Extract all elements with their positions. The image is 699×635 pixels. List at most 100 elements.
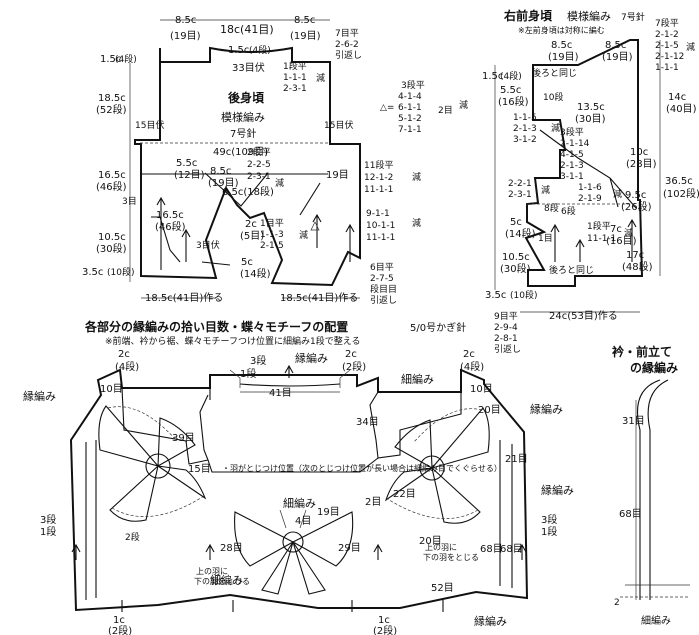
n1: 1段 [40, 525, 56, 538]
r5: 9-1-1 [366, 209, 390, 219]
back-width: 49c(109目) [213, 147, 268, 158]
r7: 11-1-1 [366, 233, 395, 243]
n39: 39目 [172, 433, 195, 444]
front-pattern: 模様編み [567, 9, 611, 23]
edge-knit-r3: 縁編み [474, 614, 507, 628]
fw1: 8.5c [551, 40, 572, 51]
top-r4: 2-1-12 [655, 52, 684, 62]
sh-top: 1.5c [100, 54, 121, 65]
e1: 8段 [544, 202, 559, 214]
edge-knit: 縁編み [295, 351, 328, 365]
w-shoulder: 8.5c [175, 15, 196, 26]
back-needle: 7号針 [230, 127, 256, 140]
farm: 5.5c [500, 85, 521, 96]
assembly-outline [69, 368, 529, 612]
fsh: 1.5c [482, 71, 503, 82]
n15: 15目 [188, 464, 211, 475]
tri2: 4-1-4 [398, 92, 422, 102]
c10: 減 [299, 229, 308, 241]
top-r3: 2-1-5 [655, 41, 679, 51]
neck-dec2: 2-6-2 [335, 40, 359, 50]
n10: 10目 [100, 384, 123, 395]
neck-rows: 33目伏 [232, 61, 265, 74]
dec5: 3段平 [560, 126, 584, 138]
n10b: 10目 [470, 384, 493, 395]
top-r6: 減 [686, 41, 695, 53]
wing2: 下の羽をとじる [194, 577, 250, 586]
c6-r: (14段) [240, 267, 271, 280]
c4: 2c [245, 219, 257, 230]
edge-knit-r1: 縁編み [530, 402, 563, 416]
l-top: 2c [118, 349, 130, 360]
top-r5: 1-1-1 [655, 63, 679, 73]
r6: 10-1-1 [366, 221, 395, 231]
side-h-r: (46段) [96, 180, 127, 193]
butterfly-left [98, 405, 207, 522]
n68: 68目 [500, 544, 523, 555]
f2-r: (10段) [510, 289, 537, 301]
dec7: 4-1-5 [560, 150, 584, 160]
s2: 2-1-9 [578, 194, 602, 204]
c8: 1-1-3 [260, 230, 284, 240]
fb1: 9目平 [494, 311, 518, 322]
dec9: 3-1-1 [560, 172, 584, 182]
fsh-r: (4段) [500, 70, 522, 82]
fbottom: 24c(53目)作る [549, 310, 618, 322]
r2c: 2c [463, 349, 475, 360]
dec4: 減 [551, 122, 560, 134]
neck-sub1: 1段平 [283, 60, 307, 72]
fh1: 14c [668, 92, 686, 103]
butterfly-right [384, 407, 490, 524]
n68b: 68目 [480, 544, 503, 555]
e8: 1目 [538, 233, 553, 244]
top-r1: 7段平 [655, 17, 679, 29]
fine1: 細編み [283, 496, 316, 510]
r2c-r: (4段) [460, 360, 484, 373]
neck-sub2: 1-1-1 [283, 73, 307, 83]
r4: 減 [412, 171, 421, 183]
n29: 29目 [338, 543, 361, 554]
f1: 10.5c [502, 252, 530, 263]
edge-knit-r2: 縁編み [541, 483, 574, 497]
l2: 2-3-1 [508, 190, 532, 200]
r10: 2-7-5 [370, 274, 394, 284]
row10: 10段 [543, 91, 563, 103]
tri-sym: △= [380, 103, 394, 113]
front-needle: 7号針 [621, 11, 645, 23]
collar-title2: の縁編み [630, 360, 678, 375]
tri4: 5-1-2 [398, 114, 422, 124]
farm-r: (16段) [498, 95, 529, 108]
bot-h-r: (30段) [96, 242, 127, 255]
neck-dec3: 引返し [335, 49, 362, 61]
w-shoulder2-r: (19目) [290, 31, 321, 42]
f3-r: (48段) [622, 260, 653, 273]
f1-r: (30段) [500, 262, 531, 275]
m4: 減 [275, 177, 284, 189]
tri1: 3段平 [401, 79, 425, 91]
r12: 引返し [370, 294, 397, 306]
n3b: 3段 [541, 513, 557, 526]
front-note: ※左前身頃は対称に編む [518, 25, 605, 35]
n21: 21目 [505, 454, 528, 465]
neck-sub4: 減 [316, 72, 325, 84]
r2: 12-1-2 [364, 173, 393, 183]
tri5: 7-1-1 [398, 125, 422, 135]
l2c-r: (2段) [342, 360, 366, 373]
n22: 22目 [393, 489, 416, 500]
dec1: 1-1-5 [513, 113, 537, 123]
f2: 3.5c [485, 290, 506, 301]
wing4: 下の羽をとじる [423, 553, 479, 562]
fine3: 細編み [210, 573, 243, 587]
e10: (16目) [606, 236, 637, 247]
fb2: 2-9-4 [494, 323, 518, 333]
n19: 19目 [317, 507, 340, 518]
w-shoulder2: 8.5c [294, 15, 315, 26]
c7: 1目平 [260, 218, 284, 229]
bot-h: 10.5c [98, 232, 126, 243]
c5-r: (46段) [155, 220, 186, 233]
dec3: 3-1-2 [513, 135, 537, 145]
top-r2: 2-1-2 [655, 30, 679, 40]
r11: 段目目 [370, 283, 397, 295]
l-top-r: (4段) [115, 360, 139, 373]
n2: 2目 [365, 497, 381, 508]
